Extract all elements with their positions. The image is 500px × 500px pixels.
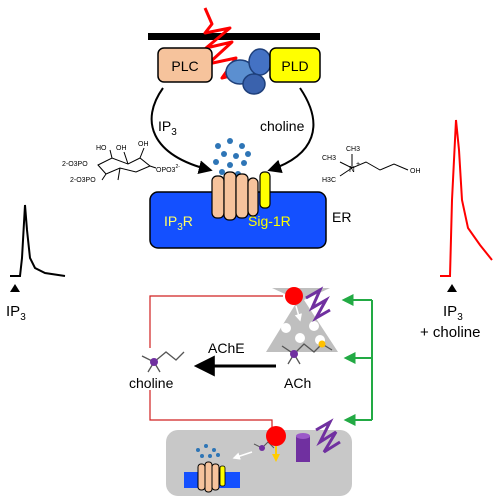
choline-methyl-3: H3C xyxy=(322,177,336,184)
ip3-phosphate-3: OPO32- xyxy=(156,164,180,174)
sig1r-protein xyxy=(259,171,271,209)
postsynaptic-ip3-receptor xyxy=(197,461,220,493)
er-label: ER xyxy=(332,209,351,225)
ip3-trace-label: IP3 xyxy=(6,303,26,323)
choline-label-mid: choline xyxy=(129,375,174,391)
ip3-receptor xyxy=(211,171,259,221)
choline-arrow xyxy=(267,87,315,174)
choline-label-top: choline xyxy=(260,118,305,134)
pld-enzyme: PLD xyxy=(269,47,321,83)
choline-reuptake-line-bottom xyxy=(149,390,273,428)
ip3-oh-3: OH xyxy=(138,141,149,148)
ach-label: ACh xyxy=(284,375,311,391)
pld-label: PLD xyxy=(281,58,308,74)
ip3-molecule: HO OH OH 2-O3PO 2-O3PO OPO32- xyxy=(62,141,180,184)
postsynaptic-choline xyxy=(253,441,275,451)
ip3-choline-trace-label: IP3 xyxy=(443,303,463,323)
presynaptic-receptor-coil xyxy=(305,286,331,322)
ip3-oh-1: HO xyxy=(96,145,107,152)
postsynaptic-cell xyxy=(166,418,352,496)
postsynaptic-receptor-coil xyxy=(315,418,341,454)
ip3-phosphate-2: 2-O3PO xyxy=(70,177,96,184)
postsynaptic-transporter xyxy=(266,426,286,446)
plasma-membrane-bar xyxy=(148,33,320,40)
presynaptic-transporter xyxy=(285,287,303,305)
ache-label: AChE xyxy=(208,340,245,356)
choline-charge: + xyxy=(356,161,360,168)
choline-methyl-1: CH3 xyxy=(346,146,360,153)
ip3-label-top: IP3 xyxy=(158,118,177,138)
plc-label: PLC xyxy=(171,58,198,74)
choline-molecule: CH3 CH3 H3C N + OH xyxy=(322,146,421,184)
postsynaptic-channel xyxy=(296,433,310,462)
ip3-oh-2: OH xyxy=(116,145,127,152)
ip3-choline-calcium-trace xyxy=(440,119,493,277)
ip3-choline-stimulus-marker xyxy=(447,284,457,292)
choline-small-molecule xyxy=(141,351,185,373)
ligand-dots xyxy=(213,138,251,177)
ip3-phosphate-1: 2-O3PO xyxy=(62,161,88,168)
ip3-calcium-trace xyxy=(10,204,66,277)
sig1r-label: Sig-1R xyxy=(248,213,291,229)
postsynaptic-arrow xyxy=(232,451,253,460)
ip3r-label: IP3R xyxy=(164,213,193,233)
postsynaptic-ligand-dots xyxy=(196,444,220,458)
g-protein xyxy=(225,48,272,95)
er-compartment: ER IP3R Sig-1R xyxy=(149,191,351,249)
presynaptic-terminal xyxy=(266,286,338,352)
choline-nitrogen: N xyxy=(349,165,355,174)
choline-hydroxyl: OH xyxy=(410,168,421,175)
ach-molecule xyxy=(281,340,333,365)
choline-plus-label: + choline xyxy=(420,324,480,341)
choline-reuptake-line-top xyxy=(149,295,283,348)
plc-enzyme: PLC xyxy=(157,47,213,83)
ip3-stimulus-marker xyxy=(10,284,20,292)
choline-methyl-2: CH3 xyxy=(322,155,336,162)
ip3-arrow xyxy=(150,87,213,175)
